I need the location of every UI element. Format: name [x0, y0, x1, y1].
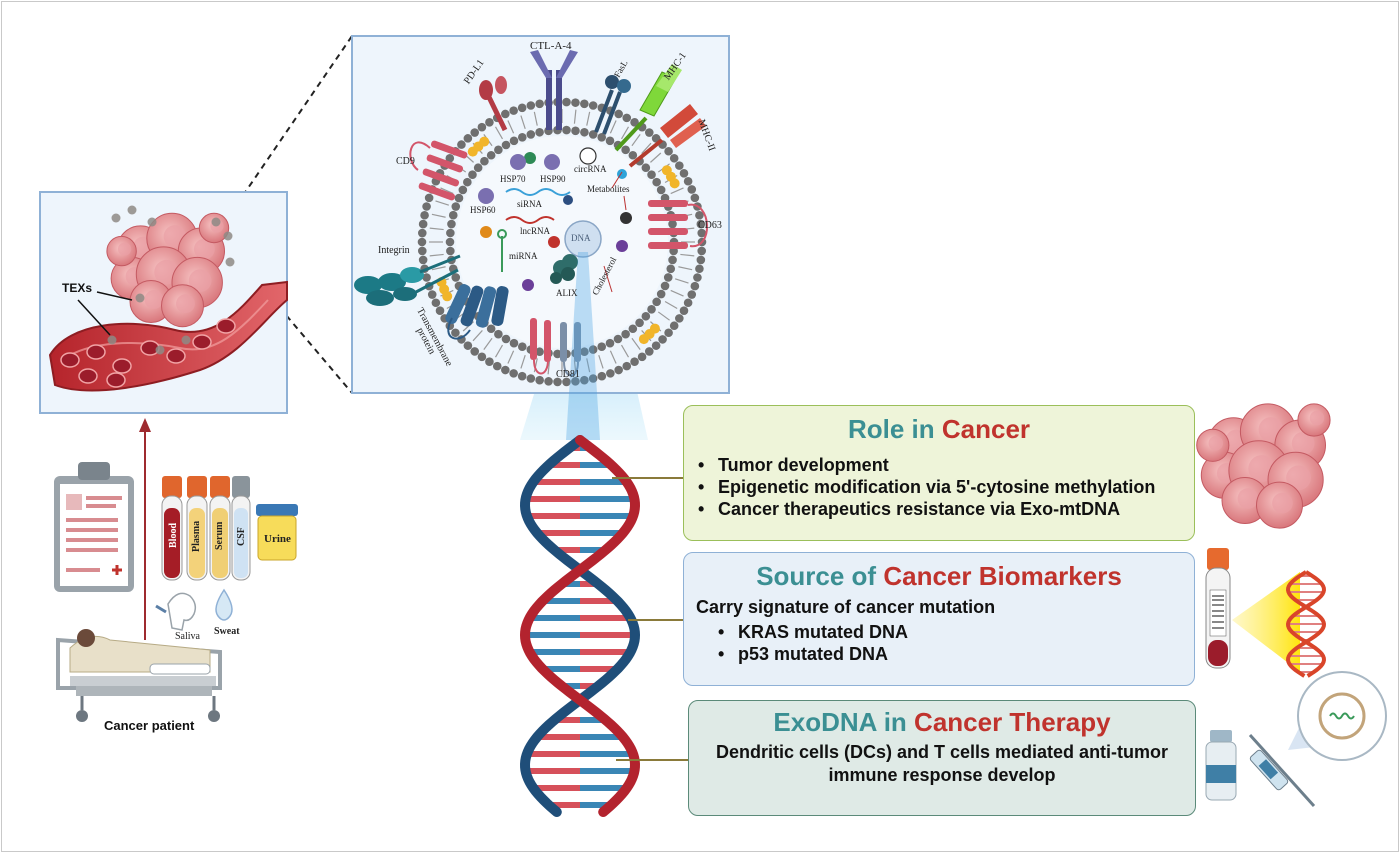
- alix-label: ALIX: [556, 288, 578, 298]
- cancer-biomarkers-panel: Source of Cancer Biomarkers Carry signat…: [683, 552, 1195, 686]
- source-list: KRAS mutated DNA p53 mutated DNA: [716, 621, 908, 665]
- lncrna-label: lncRNA: [520, 226, 550, 236]
- cd9-tetraspanin: [409, 140, 468, 201]
- source-title-part-b: Cancer Biomarkers: [883, 561, 1122, 591]
- integrin-protein: [354, 254, 461, 306]
- list-item: KRAS mutated DNA: [716, 621, 908, 643]
- lipid-bilayer: [417, 97, 707, 387]
- cd81-tetraspanin: [530, 318, 581, 377]
- metabolites-label: Metabolites: [587, 184, 630, 194]
- therapy-panel-title: ExoDNA in Cancer Therapy: [689, 707, 1195, 738]
- list-item: Cancer therapeutics resistance via Exo-m…: [696, 498, 1155, 520]
- fasl-protein: [594, 75, 631, 135]
- sample-tubes: [161, 476, 298, 581]
- role-title-part-a: Role in: [847, 414, 935, 444]
- mini-dna-helix-icon: [1286, 570, 1326, 678]
- hsp60-label: HSP60: [470, 205, 496, 215]
- urine-label: Urine: [264, 533, 291, 545]
- syringe-icon: [1248, 733, 1316, 808]
- mhc2-protein: [628, 104, 706, 168]
- tex-vesicles: [107, 205, 235, 355]
- source-lead-text: Carry signature of cancer mutation: [696, 597, 996, 617]
- exosome-cargo: [478, 147, 632, 291]
- list-item: Epigenetic modification via 5'-cytosine …: [696, 476, 1155, 498]
- up-arrow-head: [139, 418, 151, 432]
- role-title-part-b: Cancer: [941, 414, 1031, 444]
- dna-label: DNA: [571, 233, 591, 243]
- texs-pointer-1: [96, 291, 133, 301]
- tumor-cluster: [106, 212, 230, 328]
- blood-label: Blood: [168, 522, 179, 548]
- serum-label: Serum: [214, 521, 225, 550]
- saliva-sweat-icons: [155, 588, 233, 631]
- texs-label: TEXs: [62, 281, 93, 295]
- mirna-label: miRNA: [509, 251, 538, 261]
- ctla4-receptor: [530, 50, 578, 130]
- list-item: Tumor development: [696, 454, 1155, 476]
- therapy-title-part-b: Cancer Therapy: [914, 707, 1111, 737]
- blood-tube-icon: [1205, 548, 1231, 669]
- role-in-cancer-panel: Role in Cancer Tumor development Epigene…: [683, 405, 1195, 541]
- saliva-label: Saliva: [175, 631, 200, 642]
- exosome-lumen: [456, 136, 668, 348]
- role-panel-title: Role in Cancer: [684, 414, 1194, 445]
- hsp90-label: HSP90: [540, 174, 566, 184]
- mhc1-protein: [614, 64, 682, 152]
- tumor-cells-icon: [1196, 403, 1331, 529]
- csf-label: CSF: [236, 527, 247, 546]
- texs-pointer-2: [77, 299, 111, 336]
- dna-beam-core: [566, 252, 600, 440]
- pdl1-protein: [479, 76, 508, 132]
- cd63-tetraspanin: [648, 200, 708, 249]
- source-panel-title: Source of Cancer Biomarkers: [684, 561, 1194, 592]
- clipboard-icon: [54, 462, 134, 592]
- integrin-label: Integrin: [378, 245, 410, 256]
- cd63-label: CD63: [698, 220, 722, 231]
- plasma-label: Plasma: [191, 520, 202, 552]
- therapy-description: Dendritic cells (DCs) and T cells mediat…: [689, 741, 1195, 787]
- biomarker-light-beam: [1232, 572, 1300, 672]
- alix-protein: [550, 254, 578, 284]
- dna-double-helix: [519, 435, 641, 817]
- sweat-label: Sweat: [214, 626, 240, 637]
- red-blood-cells: [60, 318, 236, 388]
- circrna-label: circRNA: [574, 164, 607, 174]
- therapy-title-part-a: ExoDNA in: [773, 707, 907, 737]
- transmembrane-protein: [445, 284, 509, 340]
- cd9-label: CD9: [396, 156, 415, 167]
- dna-bubble: [564, 220, 602, 258]
- hospital-bed-patient: [56, 629, 222, 722]
- hsp70-label: HSP70: [500, 174, 526, 184]
- list-item: p53 mutated DNA: [716, 643, 908, 665]
- vaccine-vial-icon: [1205, 730, 1237, 801]
- cancer-patient-label: Cancer patient: [104, 718, 195, 733]
- cancer-therapy-panel: ExoDNA in Cancer Therapy Dendritic cells…: [688, 700, 1196, 816]
- ctla4-label: CTL-A-4: [530, 40, 572, 52]
- source-title-part-a: Source of: [756, 561, 877, 591]
- role-list: Tumor development Epigenetic modificatio…: [696, 454, 1155, 520]
- therapy-line-1: Dendritic cells (DCs) and T cells mediat…: [715, 742, 1169, 762]
- cd81-label: CD81: [556, 369, 580, 380]
- sirna-label: siRNA: [517, 199, 543, 209]
- therapy-line-2: immune response develop: [828, 765, 1056, 785]
